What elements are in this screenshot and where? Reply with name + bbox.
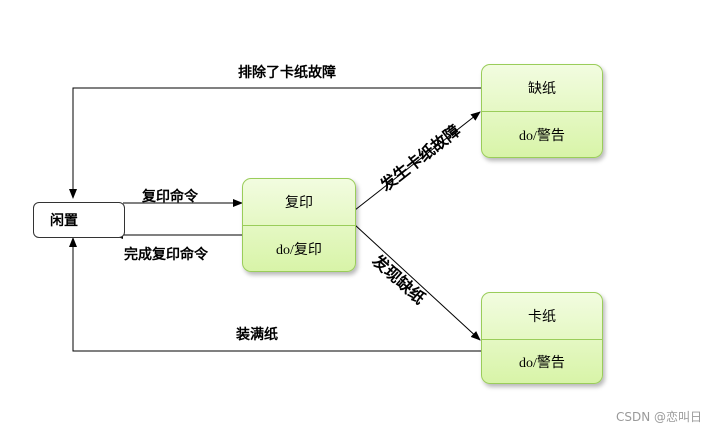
state-paper-out-action: do/警告	[519, 128, 565, 144]
label-jam-cleared: 排除了卡纸故障	[238, 65, 336, 81]
state-idle: 闲置	[33, 202, 125, 238]
state-paper-jam-name: 卡纸	[528, 309, 556, 325]
state-idle-name: 闲置	[50, 213, 78, 229]
state-copy-name: 复印	[285, 195, 313, 211]
state-paper-jam: 卡纸 do/警告	[481, 292, 603, 384]
label-paper-loaded: 装满纸	[236, 327, 278, 343]
edge-paper-out-found	[354, 224, 481, 341]
state-copy-divider	[243, 225, 355, 226]
label-copy-done: 完成复印命令	[124, 247, 208, 263]
state-copy: 复印 do/复印	[242, 178, 356, 272]
state-paper-jam-action: do/警告	[519, 355, 565, 371]
watermark: CSDN @恋叫日	[615, 410, 702, 424]
label-copy-command: 复印命令	[142, 189, 198, 205]
edge-copy-done	[122, 212, 242, 236]
state-copy-action: do/复印	[276, 242, 322, 258]
edge-jam-occurred	[354, 111, 481, 211]
edge-paper-loaded	[69, 237, 481, 352]
edge-jam-cleared	[69, 87, 481, 199]
state-paper-jam-divider	[482, 339, 602, 340]
state-paper-out-name: 缺纸	[528, 81, 556, 97]
state-paper-out: 缺纸 do/警告	[481, 64, 603, 158]
state-paper-out-divider	[482, 111, 602, 112]
